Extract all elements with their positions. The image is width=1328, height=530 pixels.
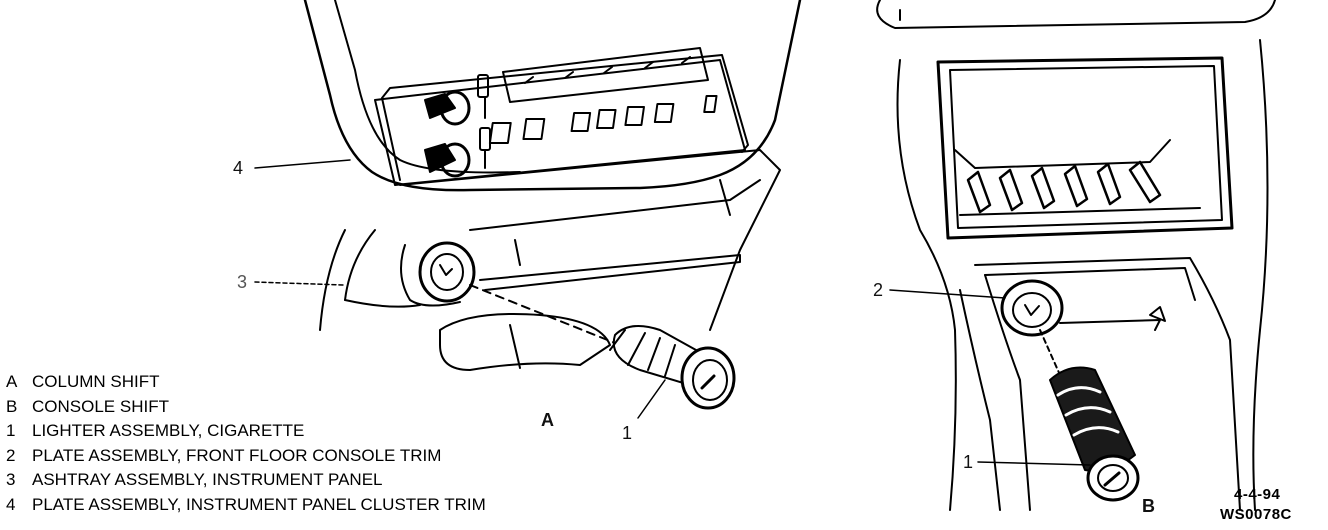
callout-4: 4 xyxy=(233,158,244,178)
view-b-leaders xyxy=(889,289,1091,466)
view-a-leaders xyxy=(254,159,666,419)
view-b-drawing xyxy=(876,0,1276,511)
figure-code: WS0078C xyxy=(1220,506,1292,523)
callout-2: 2 xyxy=(873,280,884,300)
panel-label-a: A xyxy=(541,410,554,430)
panel-label-b: B xyxy=(1142,496,1155,516)
callout-1-view-b: 1 xyxy=(963,452,974,472)
callout-1-view-a: 1 xyxy=(622,423,633,443)
figure-date: 4-4-94 xyxy=(1234,486,1281,503)
callout-3: 3 xyxy=(237,272,248,292)
view-a-drawing xyxy=(303,0,802,410)
